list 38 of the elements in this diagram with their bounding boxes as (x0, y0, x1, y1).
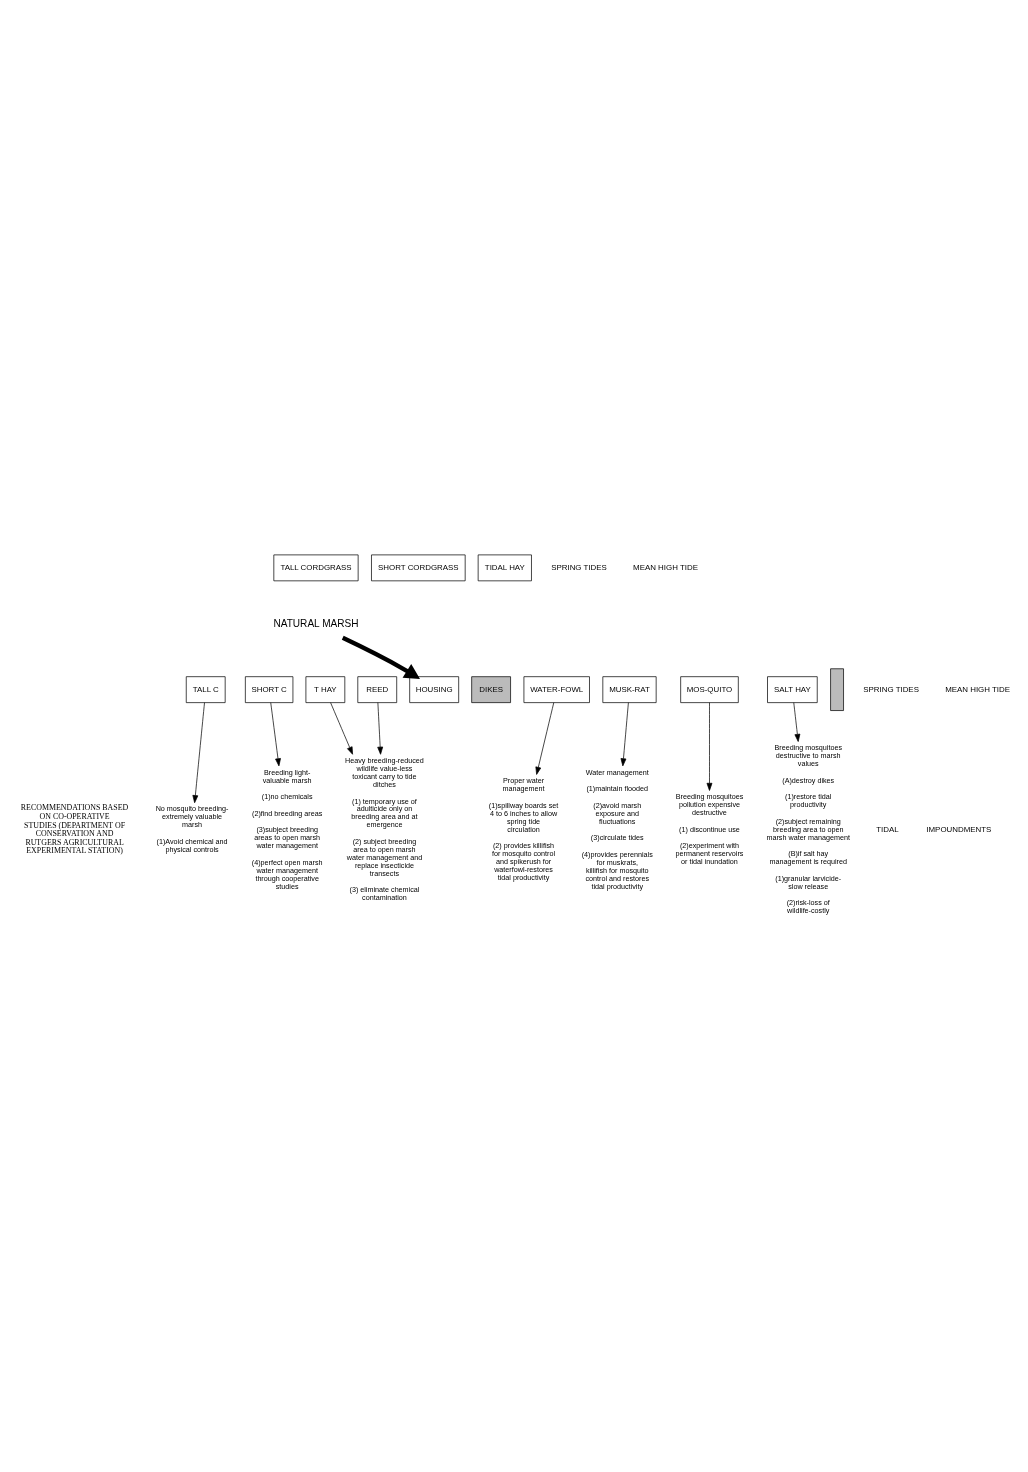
label: RECOMMENDATIONS BASED ON CO-OPERATIVE STUDIES (DEPARTMENT OF CONSERVATION AND RUTGERS AGRICULTURAL EXPERIMENTAL STATION) (20, 802, 129, 855)
label: MEAN HIGH TIDE (945, 684, 1011, 694)
node-text: Breeding mosquitoes destructive to marsh values (A)destroy dikes (1)restore tidal productivity (2)subject remaining breeding area to open marsh water management (B)if salt hay management is required (1)granular larvicide-slow release (2)risk-loss of wildlife-costly (766, 742, 850, 915)
label: SPRING TIDES (863, 684, 919, 694)
node-box: HOUSING (409, 675, 460, 703)
arrow (535, 701, 555, 775)
arrow (620, 701, 629, 766)
label: MEAN HIGH TIDE (633, 562, 698, 572)
node-text: Proper water management (1)spillway boards set 4 to 6 inches to allow spring tide circulation (2) provides killifish for mosquito control and spikerush for waterfowl-restores tidal productivity (488, 775, 559, 882)
node-box: TALL CORDGRASS (273, 554, 359, 581)
node-box: SHORT CORDGRASS (371, 554, 466, 581)
node-box: MUSK-RAT (602, 675, 657, 703)
node-text: Water management (1)maintain flooded (2)avoid marsh exposure and fluctuations (3)circulate tides (4)provides perennials for muskrats, killifish for mosquito control and restores tidal productivity (581, 767, 653, 891)
arrow (341, 635, 420, 679)
node-box: T HAY (305, 675, 346, 703)
node-box: SALT HAY (767, 675, 818, 703)
node-box: SHORT C (245, 675, 294, 703)
node-text: Heavy breeding-reduced wildlife value-less toxicant carry to tide ditches (1) temporary use of adulticide only on breeding area and at emergence (2) subject breeding area to open marsh water management and replace insecticide transects (3) eliminate chemical contamination (345, 755, 424, 902)
label: IMPOUNDMENTS (926, 824, 992, 834)
node-text: Breeding mosquitoes pollution expensive destructive (1) discontinue use (2)experiment with permanent reservoirs or tidal inundation (675, 791, 744, 866)
arrow (270, 701, 281, 766)
node-text: No mosquito breeding-extremely valuable marsh (1)Avoid chemical and physical controls (155, 803, 229, 854)
node-text: Breeding light-valuable marsh (1)no chemicals (2)find breeding areas (3)subject breeding areas to open marsh water management (4)perfect open marsh water management through cooperative studies (251, 767, 323, 891)
label: TIDAL (876, 824, 899, 834)
label: SPRING TIDES (551, 562, 607, 572)
node-box: MOS-QUITO (680, 675, 739, 703)
node-box: WATER-FOWL (523, 675, 590, 703)
node-text: NATURAL MARSH (273, 617, 359, 629)
node-box: TIDAL HAY (477, 554, 532, 581)
node-box: TALL C (185, 675, 226, 703)
arrow (793, 701, 801, 742)
node-box: DIKES (471, 675, 511, 703)
node-box: REED (357, 675, 398, 703)
arrow (377, 701, 384, 755)
arrow (330, 701, 353, 755)
arrow (706, 701, 713, 791)
arrow (192, 701, 205, 803)
node-bar (830, 667, 844, 711)
